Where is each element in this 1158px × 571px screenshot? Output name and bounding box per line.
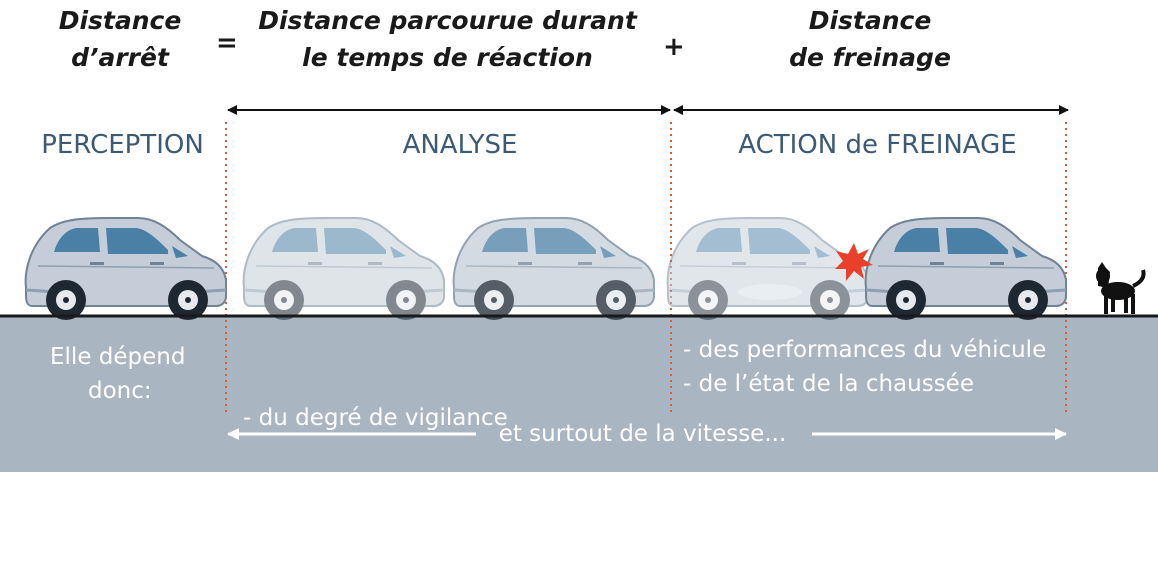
- phase-analysis: ANALYSE: [402, 130, 518, 160]
- braking-distance-line-2: de freinage: [789, 43, 951, 72]
- car-braking: [864, 216, 1068, 322]
- impact-burst: [835, 243, 873, 281]
- depends-intro-line-2: donc:: [88, 378, 152, 404]
- stopping-distance-title: Distance d’arrêt: [50, 2, 190, 76]
- car-analysis-2: [452, 216, 656, 322]
- braking-factor-line-1: - des performances du véhicule: [683, 337, 1047, 363]
- braking-factor-line-2: - de l’état de la chaussée: [683, 371, 974, 397]
- reaction-factors: - du degré de vigilance du conducteur: [243, 333, 508, 571]
- speed-label: et surtout de la vitesse...: [498, 421, 787, 447]
- reaction-distance-title: Distance parcourue durant le temps de ré…: [250, 2, 645, 76]
- depends-intro-line-1: Elle dépend: [50, 344, 186, 370]
- reaction-factor-line-1: - du degré de vigilance: [243, 405, 508, 431]
- depends-intro: Elle dépend donc:: [50, 340, 185, 408]
- factors-band: [0, 316, 1158, 472]
- car-perception: [24, 216, 228, 322]
- braking-factors: - des performances du véhicule - de l’ét…: [683, 333, 1046, 401]
- stopping-distance-line-1: Distance: [58, 6, 182, 35]
- phase-braking: ACTION de FREINAGE: [738, 130, 1017, 160]
- car-braking-ghost: [666, 216, 870, 322]
- dog-icon: [1096, 262, 1146, 314]
- car-analysis-1: [242, 216, 446, 322]
- plus-sign: +: [663, 32, 685, 62]
- reaction-distance-line-1: Distance parcourue durant: [258, 6, 637, 35]
- phase-dividers: [225, 122, 1067, 415]
- braking-distance-title: Distance de freinage: [780, 2, 960, 76]
- equals-sign: =: [216, 28, 238, 58]
- phase-perception: PERCEPTION: [41, 130, 204, 160]
- stopping-distance-scene: [0, 105, 1158, 440]
- braking-distance-line-1: Distance: [808, 6, 932, 35]
- reaction-factor-line-2: du conducteur: [243, 507, 425, 533]
- stopping-distance-line-2: d’arrêt: [71, 43, 169, 72]
- reaction-distance-line-2: le temps de réaction: [302, 43, 593, 72]
